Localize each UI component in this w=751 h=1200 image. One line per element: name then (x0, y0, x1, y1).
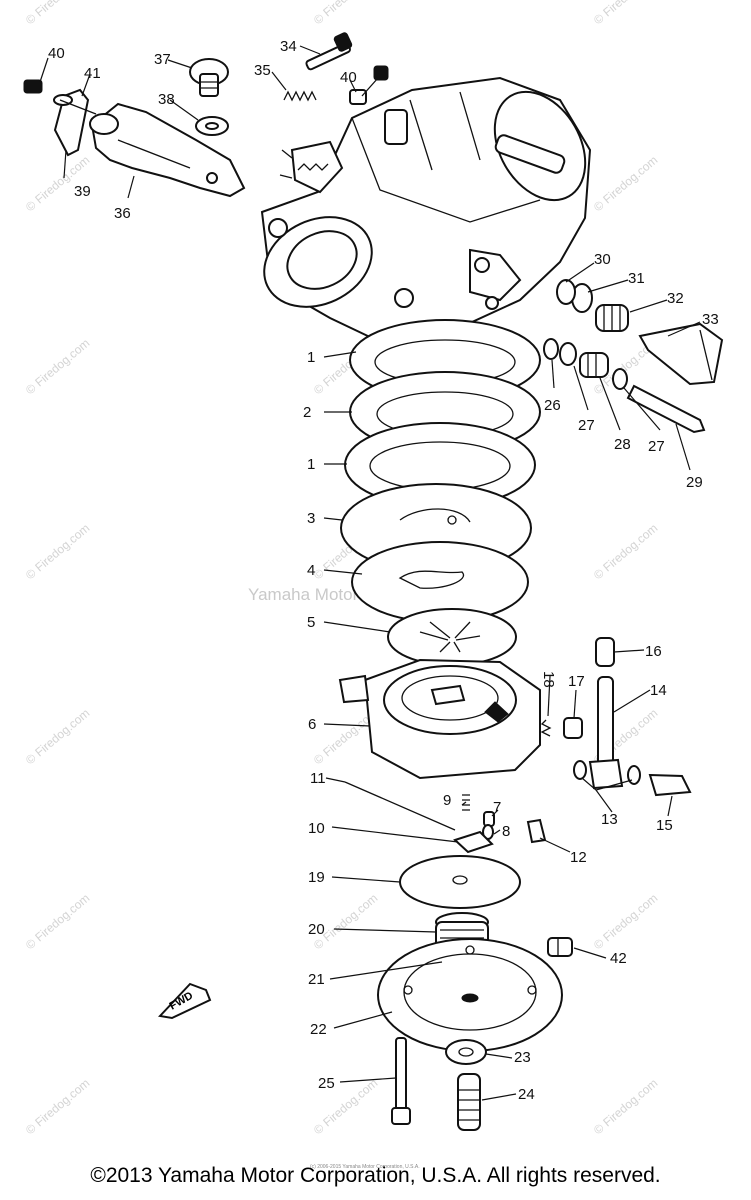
screw-25 (391, 1037, 411, 1125)
watermark: © Firedog.com (591, 1076, 660, 1137)
callout-16: 16 (645, 643, 662, 660)
tube-14 (588, 676, 624, 790)
washer-27a (559, 342, 577, 366)
callout-17: 17 (568, 673, 585, 690)
watermark: © Firedog.com (591, 153, 660, 214)
callout-18: 18 (540, 671, 557, 688)
watermark: © Firedog.com (23, 521, 92, 582)
watermark: © Firedog.com (591, 0, 660, 27)
callout-2: 2 (303, 404, 311, 421)
callout-24: 24 (518, 1086, 535, 1103)
callout-1a: 1 (307, 349, 315, 366)
lever-39 (23, 79, 97, 157)
callout-35: 35 (254, 62, 271, 79)
callout-19: 19 (308, 869, 325, 886)
screw-42 (547, 937, 573, 957)
callout-27b: 27 (648, 438, 665, 455)
callout-6: 6 (308, 716, 316, 733)
fitting-17 (563, 717, 583, 739)
o-ring-26 (543, 338, 559, 360)
watermark: © Firedog.com (311, 0, 380, 27)
callout-31: 31 (628, 270, 645, 287)
bolt-15 (648, 773, 692, 797)
pin-11 (344, 781, 456, 831)
fine-print: (c) 2006-2015 Yamaha Motor Corporation, … (310, 1164, 420, 1170)
callout-12: 12 (570, 849, 587, 866)
callout-21: 21 (308, 971, 325, 988)
callout-29: 29 (686, 474, 703, 491)
callout-22: 22 (310, 1021, 327, 1038)
spring-35 (283, 90, 317, 102)
callout-1b: 1 (307, 456, 315, 473)
callout-4: 4 (307, 562, 315, 579)
watermark: © Firedog.com (23, 706, 92, 767)
diaphragm-19 (399, 855, 521, 909)
callout-32: 32 (667, 290, 684, 307)
copyright-footer: ©2013 Yamaha Motor Corporation, U.S.A. A… (90, 1164, 661, 1187)
watermark: © Firedog.com (591, 891, 660, 952)
callout-13: 13 (601, 811, 618, 828)
callout-5: 5 (307, 614, 315, 631)
carburetor-body (260, 76, 592, 340)
callout-7: 7 (493, 799, 501, 816)
callout-28: 28 (614, 436, 631, 453)
callout-37: 37 (154, 51, 171, 68)
callout-20: 20 (308, 921, 325, 938)
callout-9: 9 (443, 792, 451, 809)
callout-40b: 40 (340, 69, 357, 86)
bracket-36 (89, 102, 246, 198)
watermark: © Firedog.com (23, 336, 92, 397)
pump-body-6 (338, 658, 541, 780)
gasket-1b (344, 422, 536, 508)
callout-labels: 1 2 1 3 4 5 6 7 8 9 10 11 12 13 14 15 16… (48, 38, 719, 1103)
callout-27a: 27 (578, 417, 595, 434)
adjuster-24 (457, 1073, 481, 1131)
watermark: © Firedog.com (23, 0, 92, 27)
callout-30: 30 (594, 251, 611, 268)
screw-29 (626, 384, 706, 434)
lever-10 (453, 830, 494, 854)
nut-23 (445, 1039, 487, 1065)
fwd-arrow: FWD (157, 982, 212, 1020)
callout-26: 26 (544, 397, 561, 414)
o-ring-30 (556, 279, 576, 305)
watermark: © Firedog.com (23, 891, 92, 952)
callout-40a: 40 (48, 45, 65, 62)
callout-25: 25 (318, 1075, 335, 1092)
cap-16 (595, 637, 615, 667)
callout-33: 33 (702, 311, 719, 328)
callout-8: 8 (502, 823, 510, 840)
callout-39: 39 (74, 183, 91, 200)
watermark: © Firedog.com (23, 1076, 92, 1137)
callout-3: 3 (307, 510, 315, 527)
washer-38 (195, 116, 229, 136)
washer-27b (612, 368, 628, 390)
screw-34 (305, 32, 353, 71)
screw-40-center (349, 65, 389, 105)
callout-41: 41 (84, 65, 101, 82)
leader-lines (39, 45, 701, 1101)
plug-37 (189, 58, 229, 97)
screw-33 (638, 322, 724, 386)
spring-28 (579, 352, 609, 378)
callout-34: 34 (280, 38, 297, 55)
watermark: © Firedog.com (591, 521, 660, 582)
callout-10: 10 (308, 820, 325, 837)
spring-32 (595, 304, 629, 332)
pin-18 (540, 719, 552, 737)
gasket-5 (387, 608, 517, 666)
washers-13 (573, 760, 641, 785)
callout-15: 15 (656, 817, 673, 834)
callout-42: 42 (610, 950, 627, 967)
callout-14: 14 (650, 682, 667, 699)
cover-22 (377, 938, 563, 1052)
callout-36: 36 (114, 205, 131, 222)
callout-38: 38 (158, 91, 175, 108)
callout-11: 11 (310, 770, 326, 787)
callout-23: 23 (514, 1049, 531, 1066)
spring-9 (462, 794, 470, 811)
